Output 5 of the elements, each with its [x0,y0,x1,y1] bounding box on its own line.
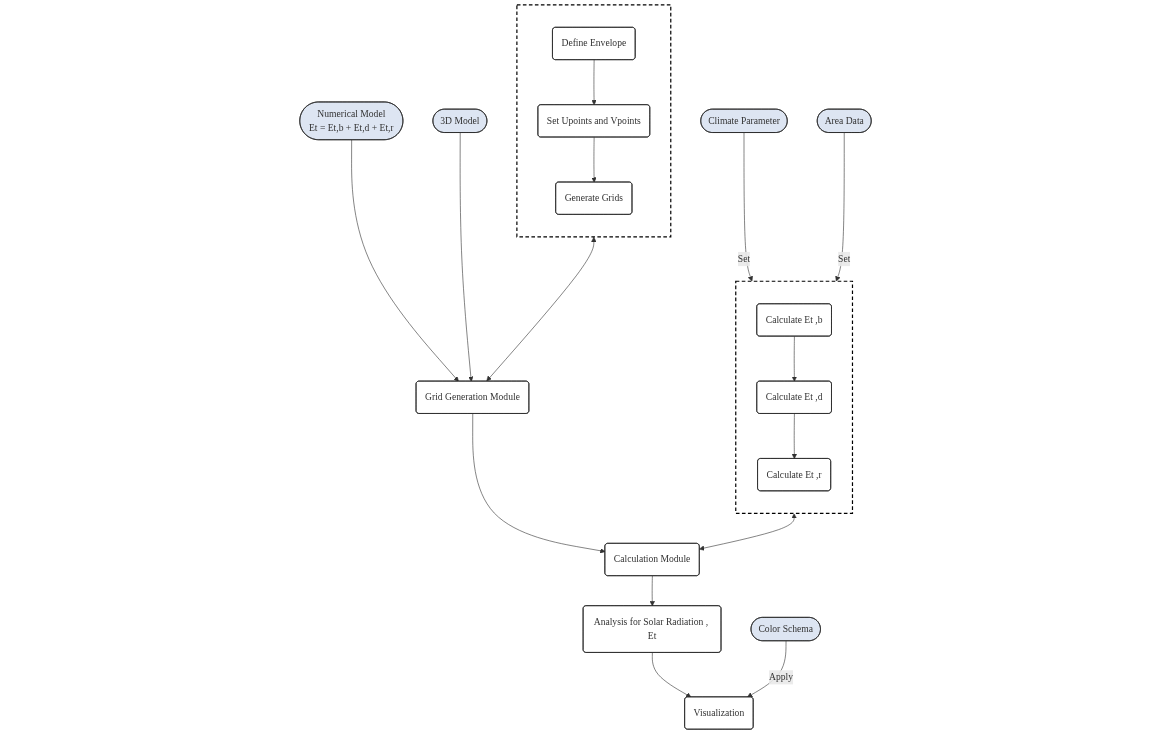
edge-label: Apply [769,671,794,683]
cluster [735,280,854,514]
edge-label: Set [838,253,851,264]
edge-label: Set [737,253,751,264]
cluster [516,4,672,238]
